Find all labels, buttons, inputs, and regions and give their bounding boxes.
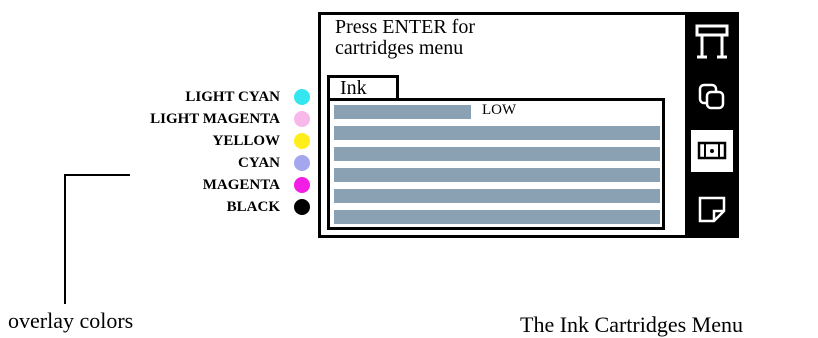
panel-icon-strip [685,12,739,238]
printer-button[interactable] [689,18,735,64]
legend-label: YELLOW [212,132,280,149]
ink-level-bar-magenta [334,189,660,203]
yellow-swatch [294,133,310,149]
panel-message-line2: cartridges menu [335,37,464,59]
ink-levels-box: LOW [327,98,665,230]
legend-row-magenta: MAGENTA [203,174,310,196]
legend-row-light-magenta: LIGHT MAGENTA [150,108,310,130]
front-panel-display: Press ENTER for cartridges menu Ink LOW [318,12,739,238]
legend-label: CYAN [238,154,280,171]
ink-level-fill [334,168,660,182]
magenta-swatch [294,177,310,193]
ink-level-fill [334,105,471,119]
light-cyan-swatch [294,89,310,105]
legend-row-yellow: YELLOW [212,130,310,152]
legend-label: LIGHT MAGENTA [150,110,280,127]
copy-pages-icon [698,83,725,110]
tab-ink[interactable]: Ink [327,75,399,101]
ink-level-fill [334,189,660,203]
ink-level-bar-black [334,210,660,224]
black-swatch [294,199,310,215]
low-ink-label: LOW [482,102,517,118]
printer-icon [695,24,729,59]
ink-cartridge-icon [697,141,727,160]
overlay-bracket-horizontal [64,174,130,176]
legend-row-cyan: CYAN [238,152,310,174]
figure-caption: The Ink Cartridges Menu [520,312,743,337]
paper-button[interactable] [689,186,735,232]
overlay-colors-caption: overlay colors [8,308,134,333]
legend-row-black: BLACK [227,196,310,218]
cyan-swatch [294,155,310,171]
legend-label: BLACK [226,198,280,215]
panel-message: Press ENTER for cartridges menu [335,17,475,59]
light-magenta-swatch [294,111,310,127]
legend-row-light-cyan: LIGHT CYAN [185,86,310,108]
legend-label: LIGHT CYAN [185,88,280,105]
ink-level-fill [334,147,660,161]
paper-sheet-icon [698,196,726,223]
ink-level-bar-cyan [334,168,660,182]
copy-pages-button[interactable] [689,74,735,120]
legend-label: MAGENTA [202,176,280,193]
ink-level-bar-light-magenta [334,126,660,140]
ink-cartridge-button[interactable] [689,128,735,174]
ink-level-fill [334,126,660,140]
overlay-bracket-vertical [64,174,66,304]
ink-level-fill [334,210,660,224]
ink-level-bar-yellow [334,147,660,161]
ink-level-bar-light-cyan: LOW [334,102,660,119]
panel-message-line1: Press ENTER for [335,16,475,38]
